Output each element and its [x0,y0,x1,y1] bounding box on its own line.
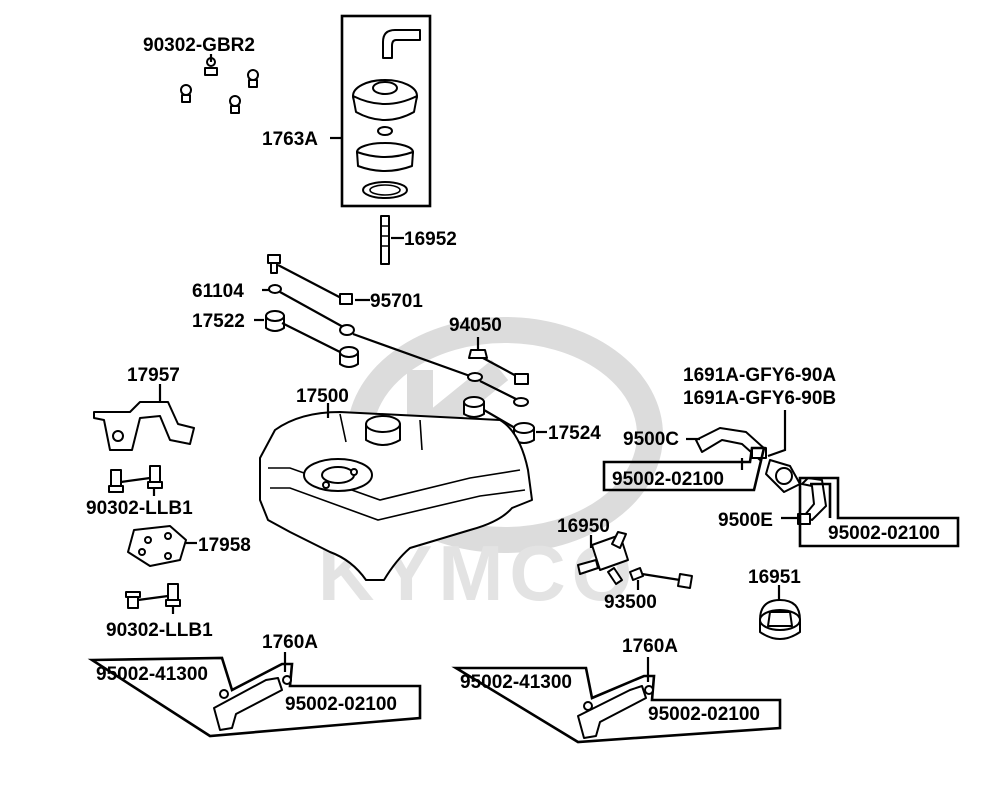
label-95002-02100-upper: 95002-02100 [612,469,724,490]
clip-box-9500c [602,446,766,492]
fuel-pump-16951 [759,585,801,640]
label-17958: 17958 [198,535,251,556]
label-95002-02100-left: 95002-02100 [285,694,397,715]
fuel-hose-assembly [686,410,827,525]
hose-1760a-right [451,657,782,744]
label-16951: 16951 [748,567,801,588]
label-95002-02100-right: 95002-02100 [828,523,940,544]
fuel-tank-17500 [259,403,533,581]
label-17524: 17524 [548,423,601,444]
bolts-90302-llb1-lower [125,583,181,614]
label-17522: 17522 [192,311,245,332]
label-95002-41300-right: 95002-41300 [460,672,572,693]
clip-box-9500e-inner [810,482,832,518]
label-9500c: 9500C [623,429,679,450]
label-1691a-gfy6-90a: 1691A-GFY6-90A [683,365,836,386]
label-17957: 17957 [127,365,180,386]
label-90302-llb1-upper: 90302-LLB1 [86,498,193,519]
label-90302-gbr2: 90302-GBR2 [143,35,255,56]
bracket-17957 [93,384,195,451]
label-16950: 16950 [557,516,610,537]
screws-90302-gbr2 [180,54,259,114]
label-61104: 61104 [192,281,244,302]
fuel-cock-16950 [577,531,629,585]
label-9500e: 9500E [718,510,773,531]
label-1691a-gfy6-90b: 1691A-GFY6-90B [683,388,836,409]
label-17500: 17500 [296,386,349,407]
label-94050: 94050 [449,315,502,336]
label-95701: 95701 [370,291,423,312]
bolt-chain-95701 [254,254,471,378]
fuel-cap-assembly [340,14,432,208]
bolts-90302-llb1-upper [108,465,163,496]
label-95002-41300-left: 95002-41300 [96,664,208,685]
clip-box-9500e [798,476,960,548]
plate-17958 [127,525,197,567]
label-93500: 93500 [604,592,657,613]
fuel-cap-box [340,14,432,208]
label-1763a: 1763A [262,129,318,150]
screw-93500 [629,567,693,590]
label-95002-02100-right-bottom: 95002-02100 [648,704,760,725]
hose-1760a-left [87,652,422,738]
label-1760a-left: 1760A [262,632,318,653]
label-1760a-right: 1760A [622,636,678,657]
label-90302-llb1-lower: 90302-LLB1 [106,620,213,641]
label-16952: 16952 [404,229,457,250]
pin-16952 [380,215,404,265]
